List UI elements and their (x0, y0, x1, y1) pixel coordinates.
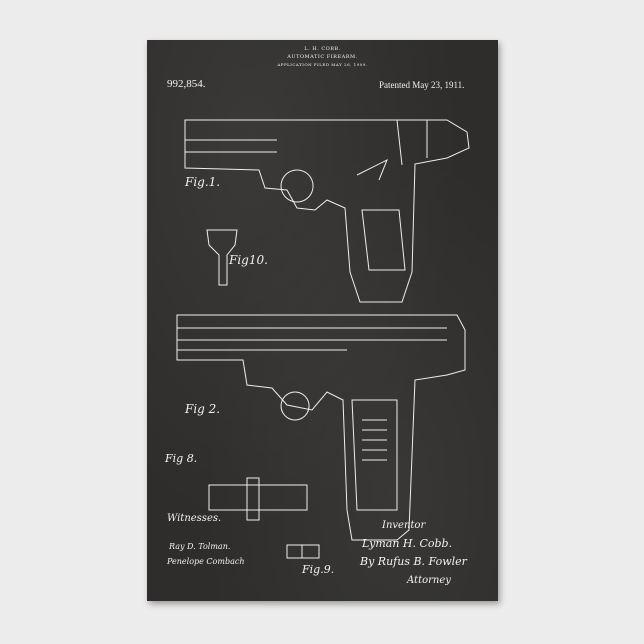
patented-date: Patented May 23, 1911. (379, 80, 465, 90)
application-date: APPLICATION FILED MAY 26, 1909. (277, 62, 368, 67)
inventor-name: L. H. COBB. (304, 46, 341, 52)
patent-title: AUTOMATIC FIREARM. (287, 54, 358, 60)
fig9-label: Fig.9. (302, 563, 335, 576)
fig1-label: Fig.1. (185, 175, 221, 189)
attorney-signature: By Rufus B. Fowler (360, 555, 467, 568)
fig10-label: Fig10. (229, 253, 268, 267)
fig2-label: Fig 2. (185, 402, 221, 416)
witness-2-signature: Penelope Combach (167, 557, 245, 566)
fig8-label: Fig 8. (165, 452, 198, 465)
patent-poster: L. H. COBB. AUTOMATIC FIREARM. APPLICATI… (147, 40, 498, 601)
attorney-label: Attorney (407, 575, 451, 586)
witness-1-signature: Ray D. Tolman. (169, 542, 231, 551)
patent-number: 992,854. (167, 78, 206, 90)
patent-drawing (176, 119, 470, 559)
inventor-label: Inventor (382, 520, 426, 531)
inventor-signature: Lyman H. Cobb. (362, 537, 453, 550)
witnesses-label: Witnesses. (167, 513, 222, 524)
